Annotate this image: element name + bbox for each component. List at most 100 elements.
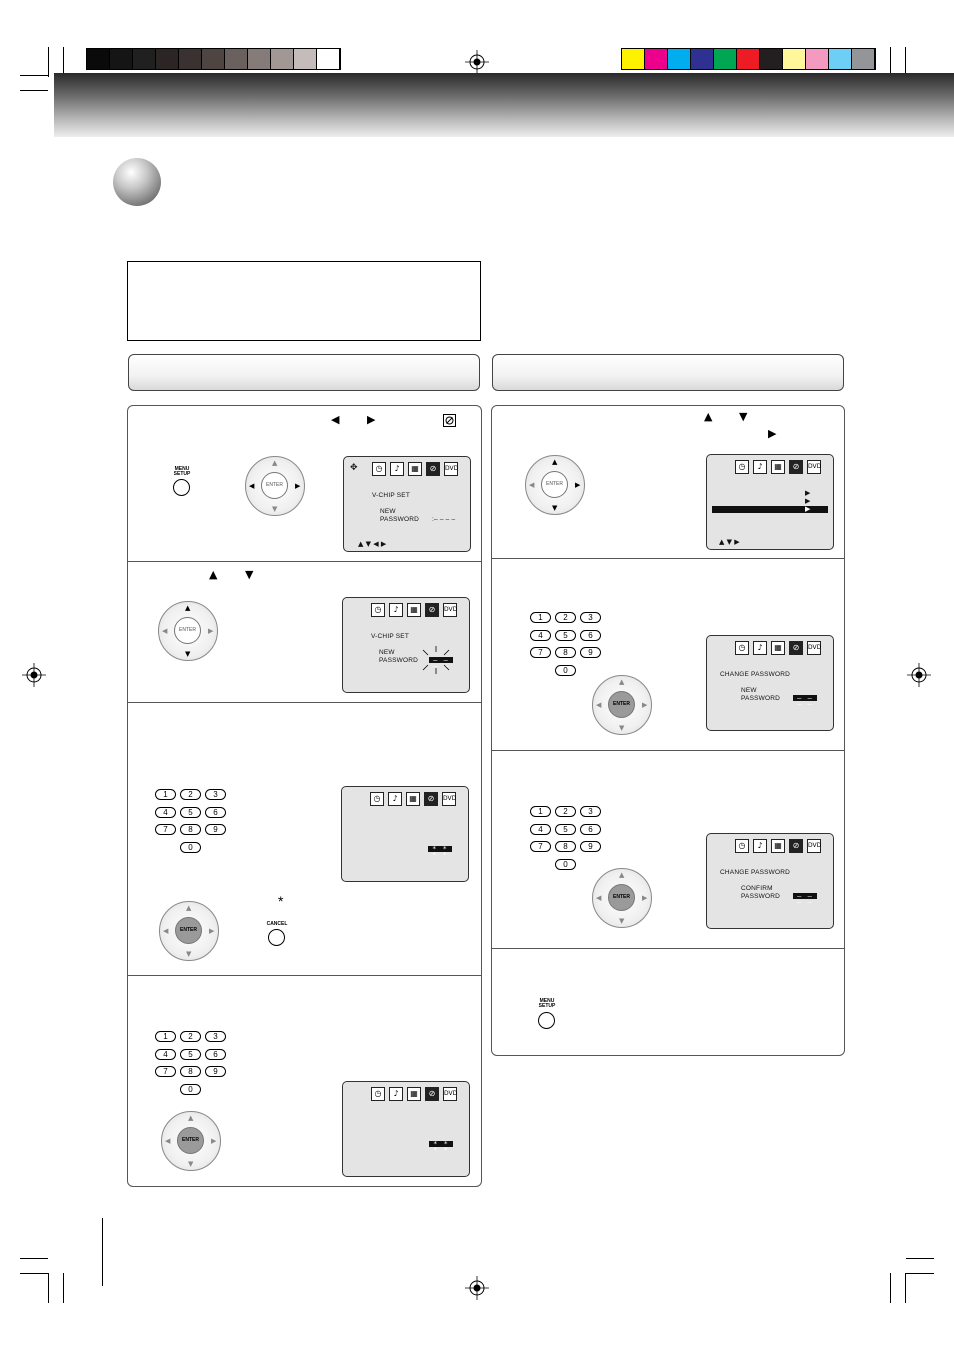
right-arrow-icon: ▶: [209, 927, 215, 935]
menu-icon-row: ◷♪▦⊘DVD: [372, 462, 458, 476]
enter-button[interactable]: ENTER: [175, 917, 202, 944]
menu-setup-button[interactable]: [538, 1012, 555, 1029]
number-key-0[interactable]: 0: [180, 841, 201, 853]
number-key-9[interactable]: 9: [205, 1066, 226, 1077]
screen-line1: CONFIRM: [741, 885, 773, 892]
clock-icon: ◷: [735, 839, 749, 853]
cancel-label: CANCEL: [266, 921, 288, 927]
number-key-1[interactable]: 1: [155, 789, 176, 800]
grid-icon: ▦: [407, 603, 421, 617]
number-key-4[interactable]: 4: [530, 823, 551, 835]
number-key-6[interactable]: 6: [580, 823, 601, 835]
down-arrow-icon: ▼: [739, 410, 748, 423]
number-key-4[interactable]: 4: [530, 629, 551, 641]
remote-dpad[interactable]: ▲ ▼ ◀ ▶ ENTER: [592, 868, 652, 928]
menu-icon-row: ◷♪▦⊘DVD: [735, 460, 821, 474]
remote-dpad[interactable]: ▲ ▼ ◀ ▶ ENTER: [159, 901, 219, 961]
grid-icon: ▦: [408, 462, 422, 476]
number-key-1[interactable]: 1: [530, 612, 551, 623]
enter-button[interactable]: ENTER: [608, 884, 635, 911]
calibration-swatch: [714, 49, 737, 69]
number-key-1[interactable]: 1: [155, 1031, 176, 1042]
tv-screen-password-confirmed: ◷♪▦⊘DVD * * * *: [342, 1081, 470, 1177]
crop-mark: [20, 1273, 48, 1274]
remote-dpad[interactable]: ▲ ▼ ◀ ▶ ENTER: [245, 456, 305, 516]
cancel-button[interactable]: [268, 929, 285, 946]
down-arrow-icon: ▼: [552, 504, 558, 512]
number-key-5[interactable]: 5: [555, 629, 576, 641]
number-key-5[interactable]: 5: [180, 1048, 201, 1060]
number-key-0[interactable]: 0: [180, 1083, 201, 1095]
number-key-2[interactable]: 2: [180, 1031, 201, 1042]
screen-line2: PASSWORD: [741, 695, 781, 702]
enter-button[interactable]: ENTER: [608, 691, 635, 718]
number-key-9[interactable]: 9: [580, 841, 601, 852]
menu-setup-label: MENU SETUP: [173, 466, 191, 477]
number-key-3[interactable]: 3: [205, 789, 226, 800]
blink-burst-icon: [422, 646, 450, 674]
enter-button[interactable]: ENTER: [261, 472, 288, 499]
number-key-3[interactable]: 3: [580, 806, 601, 817]
number-key-8[interactable]: 8: [180, 1066, 201, 1077]
dvd-icon: DVD: [442, 792, 456, 806]
left-arrow-icon: ◀: [529, 481, 535, 489]
number-key-8[interactable]: 8: [555, 841, 576, 852]
clock-icon: ◷: [735, 460, 749, 474]
calibration-swatch: [852, 49, 875, 69]
number-key-3[interactable]: 3: [205, 1031, 226, 1042]
step-divider: [128, 702, 481, 703]
number-key-7[interactable]: 7: [155, 824, 176, 835]
dvd-icon: DVD: [807, 839, 821, 853]
enter-button[interactable]: ENTER: [541, 471, 568, 498]
grid-icon: ▦: [771, 839, 785, 853]
number-key-7[interactable]: 7: [530, 647, 551, 658]
calibration-swatch: [783, 49, 806, 69]
gray-calibration-bar: [86, 48, 341, 70]
up-arrow-icon: ▲: [619, 871, 625, 879]
down-arrow-icon: ▼: [245, 568, 254, 581]
number-key-2[interactable]: 2: [180, 789, 201, 800]
number-key-5[interactable]: 5: [180, 806, 201, 818]
up-arrow-icon: ▲: [619, 678, 625, 686]
number-key-2[interactable]: 2: [555, 806, 576, 817]
number-key-8[interactable]: 8: [180, 824, 201, 835]
calibration-swatch: [294, 49, 317, 69]
remote-dpad[interactable]: ▲ ▼ ◀ ▶ ENTER: [525, 455, 585, 515]
number-key-1[interactable]: 1: [530, 806, 551, 817]
screen-title: CHANGE PASSWORD: [720, 869, 791, 876]
remote-dpad[interactable]: ▲ ▼ ◀ ▶ ENTER: [158, 601, 218, 661]
number-key-4[interactable]: 4: [155, 1048, 176, 1060]
menu-setup-button[interactable]: [173, 479, 190, 496]
number-key-8[interactable]: 8: [555, 647, 576, 658]
number-key-9[interactable]: 9: [580, 647, 601, 658]
enter-button[interactable]: ENTER: [177, 1127, 204, 1154]
number-key-6[interactable]: 6: [580, 629, 601, 641]
number-key-7[interactable]: 7: [530, 841, 551, 852]
number-key-5[interactable]: 5: [555, 823, 576, 835]
left-arrow-icon: ◀: [163, 927, 169, 935]
number-key-9[interactable]: 9: [205, 824, 226, 835]
right-arrow-icon: ▶: [295, 482, 301, 490]
enter-button[interactable]: ENTER: [174, 617, 201, 644]
lock-icon: [443, 414, 456, 427]
right-arrow-icon: ▶: [208, 627, 214, 635]
crop-mark: [63, 47, 64, 77]
number-key-0[interactable]: 0: [555, 664, 576, 676]
number-key-4[interactable]: 4: [155, 806, 176, 818]
number-key-3[interactable]: 3: [580, 612, 601, 623]
number-key-2[interactable]: 2: [555, 612, 576, 623]
calibration-swatch: [645, 49, 668, 69]
nav-hint: ▲ ▼ ▶: [719, 538, 740, 546]
number-key-6[interactable]: 6: [205, 1048, 226, 1060]
remote-dpad[interactable]: ▲ ▼ ◀ ▶ ENTER: [161, 1111, 221, 1171]
number-key-0[interactable]: 0: [555, 858, 576, 870]
remote-dpad[interactable]: ▲ ▼ ◀ ▶ ENTER: [592, 675, 652, 735]
password-value: :– – – –: [432, 516, 456, 523]
up-arrow-icon: ▲: [185, 604, 191, 612]
number-key-7[interactable]: 7: [155, 1066, 176, 1077]
number-key-6[interactable]: 6: [205, 806, 226, 818]
